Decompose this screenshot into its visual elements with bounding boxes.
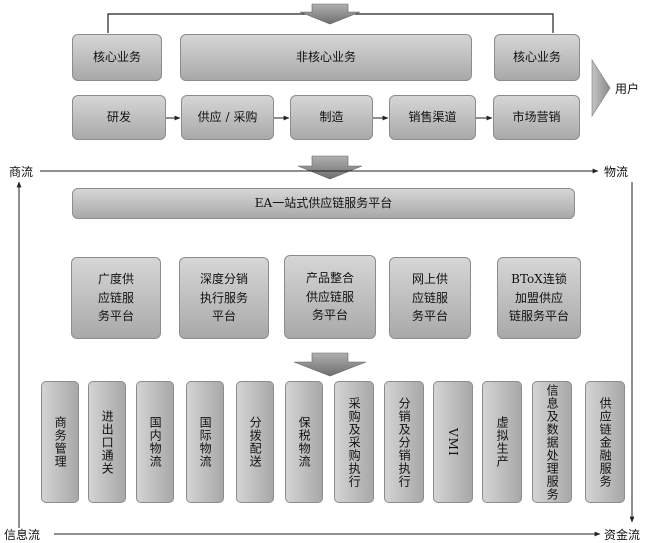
capital-flow-label: 资金流 (604, 528, 641, 542)
service-label: 国内物流 (148, 416, 163, 468)
process-manufacturing: 制造 (290, 95, 373, 140)
lower-down-arrow (293, 352, 367, 377)
service-label: 商务管理 (53, 416, 68, 468)
service-label: 供应链金融服务 (598, 396, 613, 488)
service-distribution-delivery: 分拨配送 (236, 381, 274, 503)
service-business-management: 商务管理 (41, 381, 79, 503)
process-rd: 研发 (72, 95, 166, 140)
non-core-business: 非核心业务 (180, 34, 472, 81)
sub-platform-breadth: 广度供 应链服 务平台 (71, 257, 161, 339)
service-label: 虚拟生产 (495, 416, 510, 468)
service-label: 保税物流 (297, 416, 312, 468)
service-supply-chain-finance: 供应链金融服务 (585, 381, 625, 503)
user-arrow (591, 58, 611, 118)
service-international-logistics: 国际物流 (186, 381, 224, 503)
service-label: 分拨配送 (248, 416, 263, 468)
information-flow-label: 信息流 (4, 528, 41, 542)
service-label: 国际物流 (198, 416, 213, 468)
service-virtual-production: 虚拟生产 (482, 381, 522, 503)
service-information-data: 信息及数据处理服务 (532, 381, 572, 503)
top-down-arrow (299, 3, 361, 25)
core-business-right: 核心业务 (494, 34, 580, 81)
service-distribution-execution: 分销及分销执行 (384, 381, 424, 503)
process-marketing: 市场营销 (493, 95, 580, 140)
user-label: 用户 (615, 82, 640, 96)
service-import-export-customs: 进出口通关 (88, 381, 126, 503)
service-label: VMI (446, 427, 461, 457)
service-vmi: VMI (433, 381, 473, 503)
sub-platform-btox-franchise: BToX连锁 加盟供应 链服务平台 (497, 257, 581, 339)
sub-platform-depth-distribution: 深度分销 执行服务 平台 (179, 257, 269, 339)
core-business-left: 核心业务 (72, 34, 162, 81)
middle-down-arrow (297, 155, 363, 180)
service-domestic-logistics: 国内物流 (136, 381, 174, 503)
service-procurement-execution: 采购及采购执行 (334, 381, 374, 503)
service-label: 信息及数据处理服务 (545, 383, 560, 501)
commerce-flow-label: 商流 (9, 165, 34, 179)
sub-platform-product-integration: 产品整合 供应链服 务平台 (284, 255, 376, 339)
process-sales-channel: 销售渠道 (389, 95, 476, 140)
process-supply-procurement: 供应 / 采购 (181, 95, 274, 140)
service-label: 分销及分销执行 (397, 396, 412, 488)
ea-platform-bar: EA一站式供应链服务平台 (72, 188, 575, 219)
service-label: 进出口通关 (100, 409, 115, 475)
service-bonded-logistics: 保税物流 (285, 381, 323, 503)
service-label: 采购及采购执行 (347, 396, 362, 488)
logistics-flow-label: 物流 (604, 165, 629, 179)
sub-platform-online: 网上供 应链服 务平台 (389, 257, 471, 339)
